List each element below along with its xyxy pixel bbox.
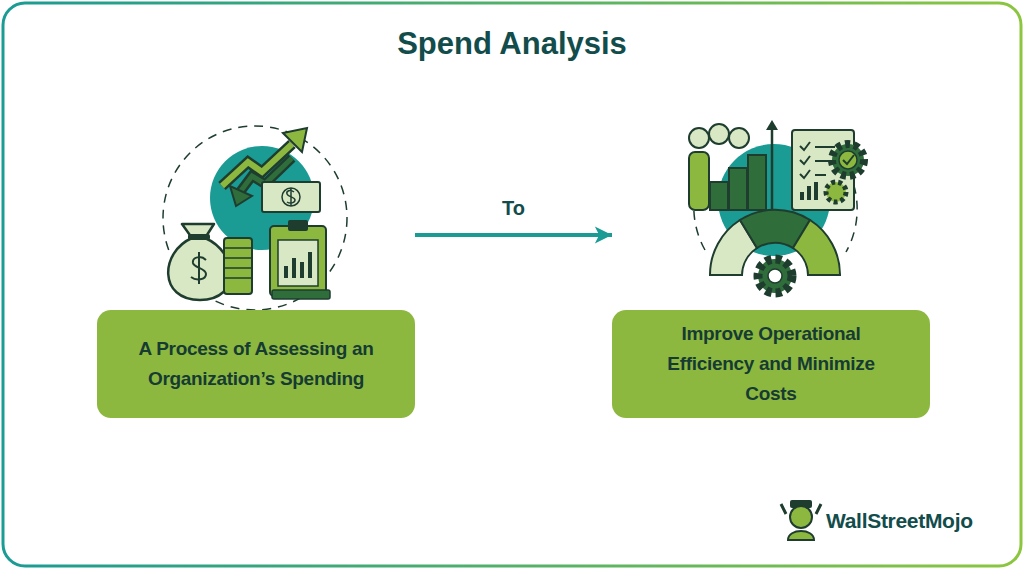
bar [748,155,766,210]
spending-icon [163,126,347,310]
page-frame [3,3,1021,566]
edge-label: To [502,197,525,220]
person-head [709,124,729,144]
gear [826,182,846,202]
brand-label: WallStreetMojo [826,509,973,533]
box-text: Improve Operational Efficiency and Minim… [652,319,890,409]
coin-lines [224,248,252,278]
bar [710,182,728,210]
mini-bar-chart [802,182,816,200]
clipboard [270,226,326,296]
bar [729,168,747,210]
person-body [689,152,709,210]
check-mark [843,155,854,164]
growth-arrow [771,126,774,210]
growth-arrow-head [766,120,778,130]
money-bag [168,224,230,300]
person-head [729,128,749,148]
clipboard-clip [288,220,308,231]
dollar-glyph [287,188,295,206]
banknote-seal [282,188,300,206]
banknote [262,182,320,212]
mini-bar-chart [286,252,310,278]
process-box: A Process of Assessing an Organization’s… [97,310,415,418]
box-text: A Process of Assessing an Organization’s… [125,334,387,394]
logo-mascot [781,500,821,540]
efficiency-icon [689,120,864,293]
gauge-right [793,220,840,275]
gear-hub [839,151,857,169]
mascot-body [788,531,814,540]
gear-hub [768,269,782,283]
mascot-head [790,506,812,528]
process-box: Improve Operational Efficiency and Minim… [612,310,930,418]
clipboard-base [272,290,330,299]
money-bag-tie [188,234,210,240]
dollar-glyph [191,252,206,284]
mascot-horns [781,504,821,514]
clipboard-paper [278,240,318,286]
dashed-ring [163,126,347,310]
gear [832,144,864,176]
coin-stack [224,238,252,294]
person-head [689,128,709,148]
trend-down-head [230,186,252,206]
diagram-title: Spend Analysis [0,26,1024,62]
trend-up-head [283,128,307,152]
flow-arrow [415,233,612,237]
gear [758,259,792,293]
